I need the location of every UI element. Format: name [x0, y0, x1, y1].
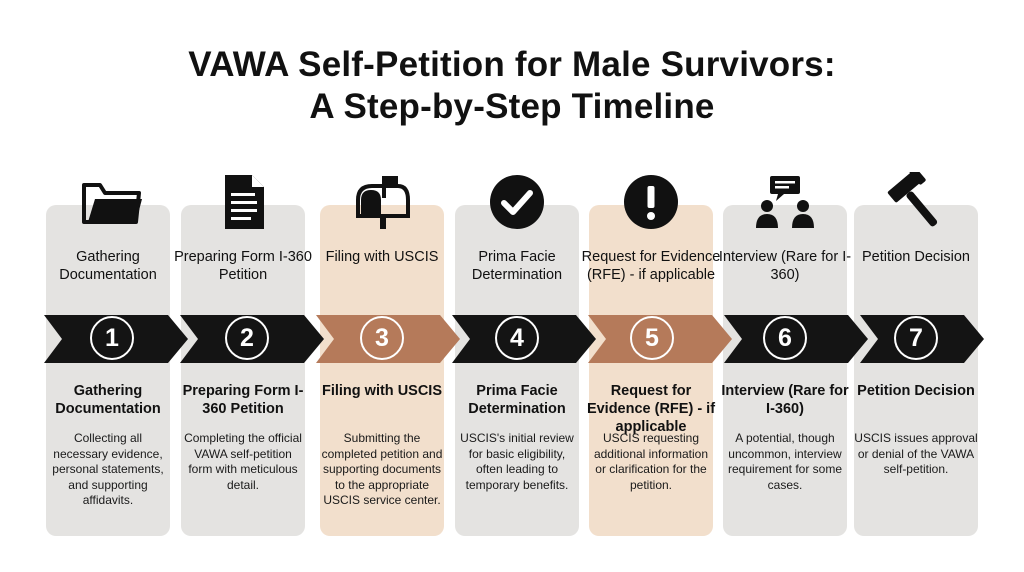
exclamation-icon	[619, 170, 683, 234]
step-7-top-label: Petition Decision	[862, 249, 970, 265]
step-2-bottom-label: Preparing Form I-360 Petition	[182, 383, 304, 417]
step-3-top-label: Filing with USCIS	[325, 249, 439, 265]
step-2-description: Completing the official VAWA self-petiti…	[184, 431, 302, 492]
step-3-bottom-label: Filing with USCIS	[321, 383, 443, 399]
gavel-icon	[884, 170, 948, 234]
interview-icon	[753, 170, 817, 234]
page-title: VAWA Self-Petition for Male Survivors: A…	[0, 44, 1024, 128]
step-1-bottom-label: Gathering Documentation	[55, 383, 161, 417]
step-4-description: USCIS's initial review for basic eligibi…	[460, 431, 574, 492]
step-1-number: 1	[90, 316, 134, 360]
step-5-top-label: Request for Evidence (RFE) - if applicab…	[581, 249, 721, 283]
document-icon	[212, 170, 276, 234]
step-6-number: 6	[763, 316, 807, 360]
checkmark-icon	[485, 170, 549, 234]
step-6-description: A potential, though uncommon, interview …	[727, 431, 843, 492]
step-3-description: Submitting the completed petition and su…	[321, 431, 443, 507]
step-7-bottom-label: Petition Decision	[857, 383, 975, 399]
step-card-3	[320, 205, 444, 536]
step-1-description: Collecting all necessary evidence, perso…	[52, 431, 164, 507]
title-line-1: VAWA Self-Petition for Male Survivors:	[188, 45, 836, 84]
step-card-7	[854, 205, 978, 536]
step-4-number: 4	[495, 316, 539, 360]
step-card-4	[455, 205, 579, 536]
step-card-6	[723, 205, 847, 536]
step-4-top-label: Prima Facie Determination	[471, 249, 563, 283]
step-3-number: 3	[360, 316, 404, 360]
step-card-2	[181, 205, 305, 536]
step-1-top-label: Gathering Documentation	[59, 249, 157, 283]
step-6-top-label: Interview (Rare for I-360)	[718, 249, 852, 283]
folder-icon	[80, 170, 144, 234]
mailbox-icon	[350, 170, 414, 234]
step-5-number: 5	[630, 316, 674, 360]
step-5-bottom-label: Request for Evidence (RFE) - if applicab…	[586, 383, 716, 435]
step-2-top-label: Preparing Form I-360 Petition	[174, 249, 312, 283]
step-7-number: 7	[894, 316, 938, 360]
step-7-description: USCIS issues approval or denial of the V…	[854, 431, 978, 476]
step-card-5	[589, 205, 713, 536]
step-4-bottom-label: Prima Facie Determination	[468, 383, 566, 417]
step-5-description: USCIS requesting additional information …	[593, 431, 709, 492]
step-6-bottom-label: Interview (Rare for I-360)	[721, 383, 849, 417]
step-2-number: 2	[225, 316, 269, 360]
step-card-1	[46, 205, 170, 536]
title-line-2: A Step-by-Step Timeline	[309, 87, 715, 126]
